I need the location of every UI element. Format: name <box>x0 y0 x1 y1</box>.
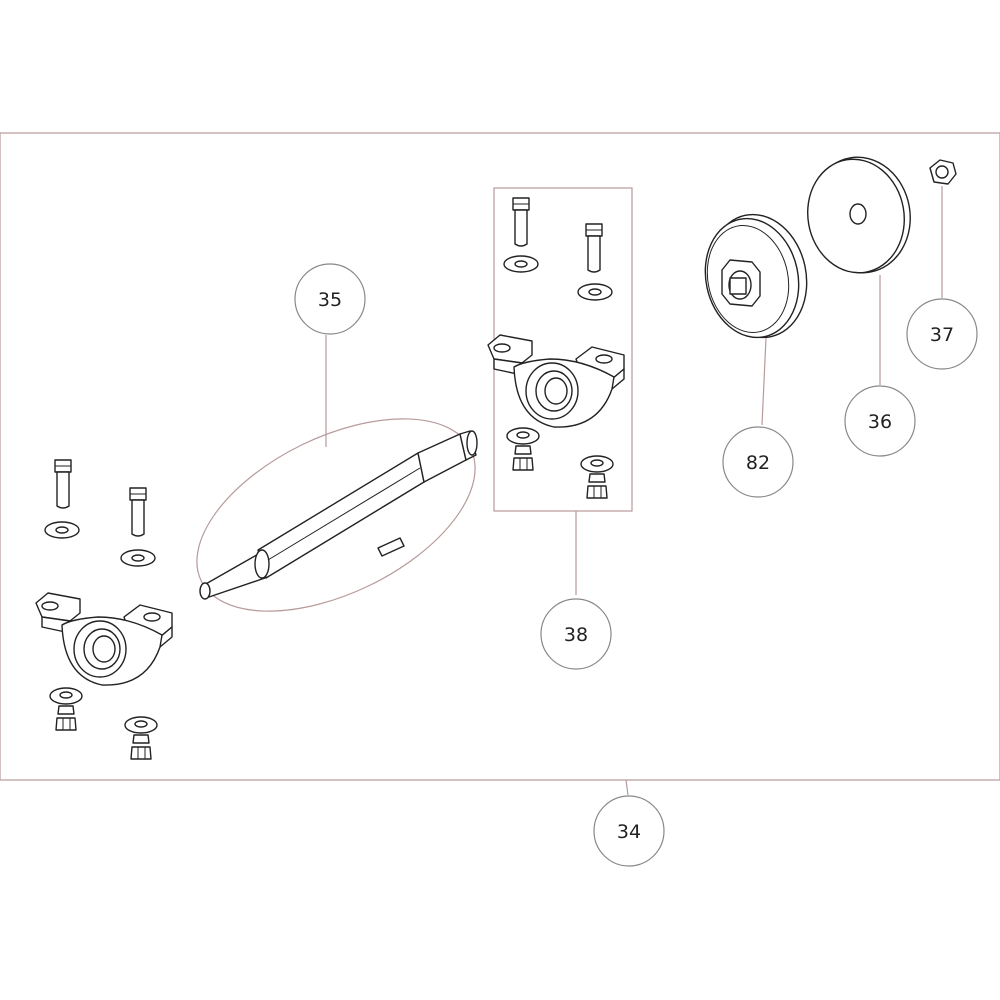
center-bearing-group <box>487 197 625 499</box>
svg-text:36: 36 <box>868 411 892 433</box>
svg-text:34: 34 <box>617 821 641 843</box>
callout-35: 35 <box>294 263 366 335</box>
assembly-frame <box>0 132 1000 781</box>
svg-text:38: 38 <box>564 624 588 646</box>
svg-text:37: 37 <box>930 324 954 346</box>
left-bearing-group <box>35 459 173 760</box>
leader-82 <box>761 337 767 426</box>
callout-82: 82 <box>722 426 794 498</box>
callout-38: 38 <box>540 598 612 670</box>
svg-text:82: 82 <box>746 452 770 474</box>
callout-37: 37 <box>906 298 978 370</box>
svg-text:35: 35 <box>318 289 342 311</box>
hex-nut <box>929 159 957 185</box>
large-washer <box>807 156 911 274</box>
shaft <box>196 418 478 612</box>
callout-34: 34 <box>593 795 665 867</box>
leader-34 <box>625 779 629 796</box>
callout-36: 36 <box>844 385 916 457</box>
pulley <box>704 213 808 339</box>
